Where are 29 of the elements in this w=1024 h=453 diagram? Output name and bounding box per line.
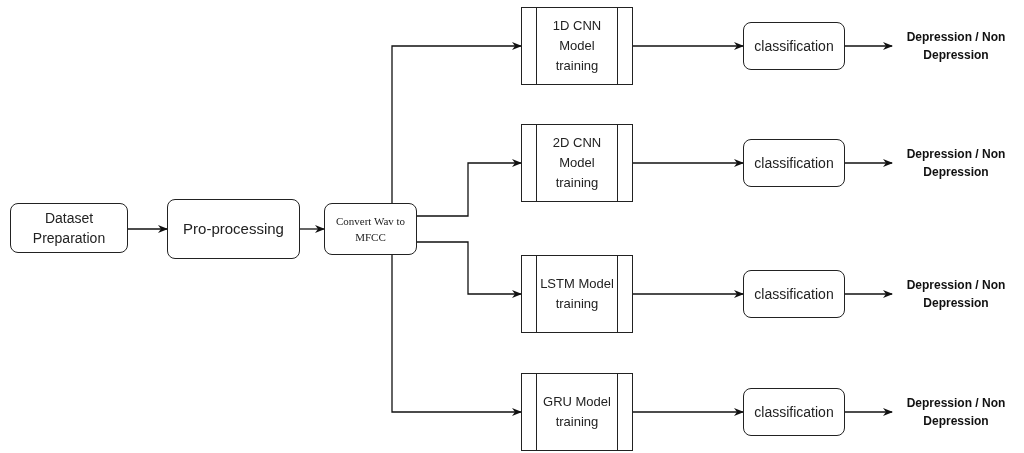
arrow bbox=[844, 408, 893, 416]
process-box: classification bbox=[743, 388, 845, 436]
process-box: 2D CNN Model training bbox=[521, 124, 633, 202]
process-box: LSTM Model training bbox=[521, 255, 633, 333]
arrow bbox=[844, 42, 893, 50]
arrow bbox=[416, 159, 522, 217]
process-box: Pro-processing bbox=[167, 199, 300, 259]
process-box: classification bbox=[743, 139, 845, 187]
arrow bbox=[632, 408, 744, 416]
process-box: 1D CNN Model training bbox=[521, 7, 633, 85]
process-box: Convert Wav to MFCC bbox=[324, 203, 417, 255]
arrow bbox=[127, 225, 168, 233]
arrow bbox=[391, 254, 522, 416]
result-label: Depression / Non Depression bbox=[892, 274, 1020, 314]
arrow bbox=[416, 241, 522, 298]
arrow bbox=[844, 159, 893, 167]
process-box: classification bbox=[743, 22, 845, 70]
arrow bbox=[844, 290, 893, 298]
result-label: Depression / Non Depression bbox=[892, 26, 1020, 66]
arrow bbox=[632, 290, 744, 298]
result-label: Depression / Non Depression bbox=[892, 143, 1020, 183]
arrow bbox=[632, 159, 744, 167]
arrow bbox=[299, 225, 325, 233]
process-box: GRU Model training bbox=[521, 373, 633, 451]
result-label: Depression / Non Depression bbox=[892, 392, 1020, 432]
process-box: classification bbox=[743, 270, 845, 318]
arrow bbox=[391, 42, 522, 204]
process-box: Dataset Preparation bbox=[10, 203, 128, 253]
arrow bbox=[632, 42, 744, 50]
